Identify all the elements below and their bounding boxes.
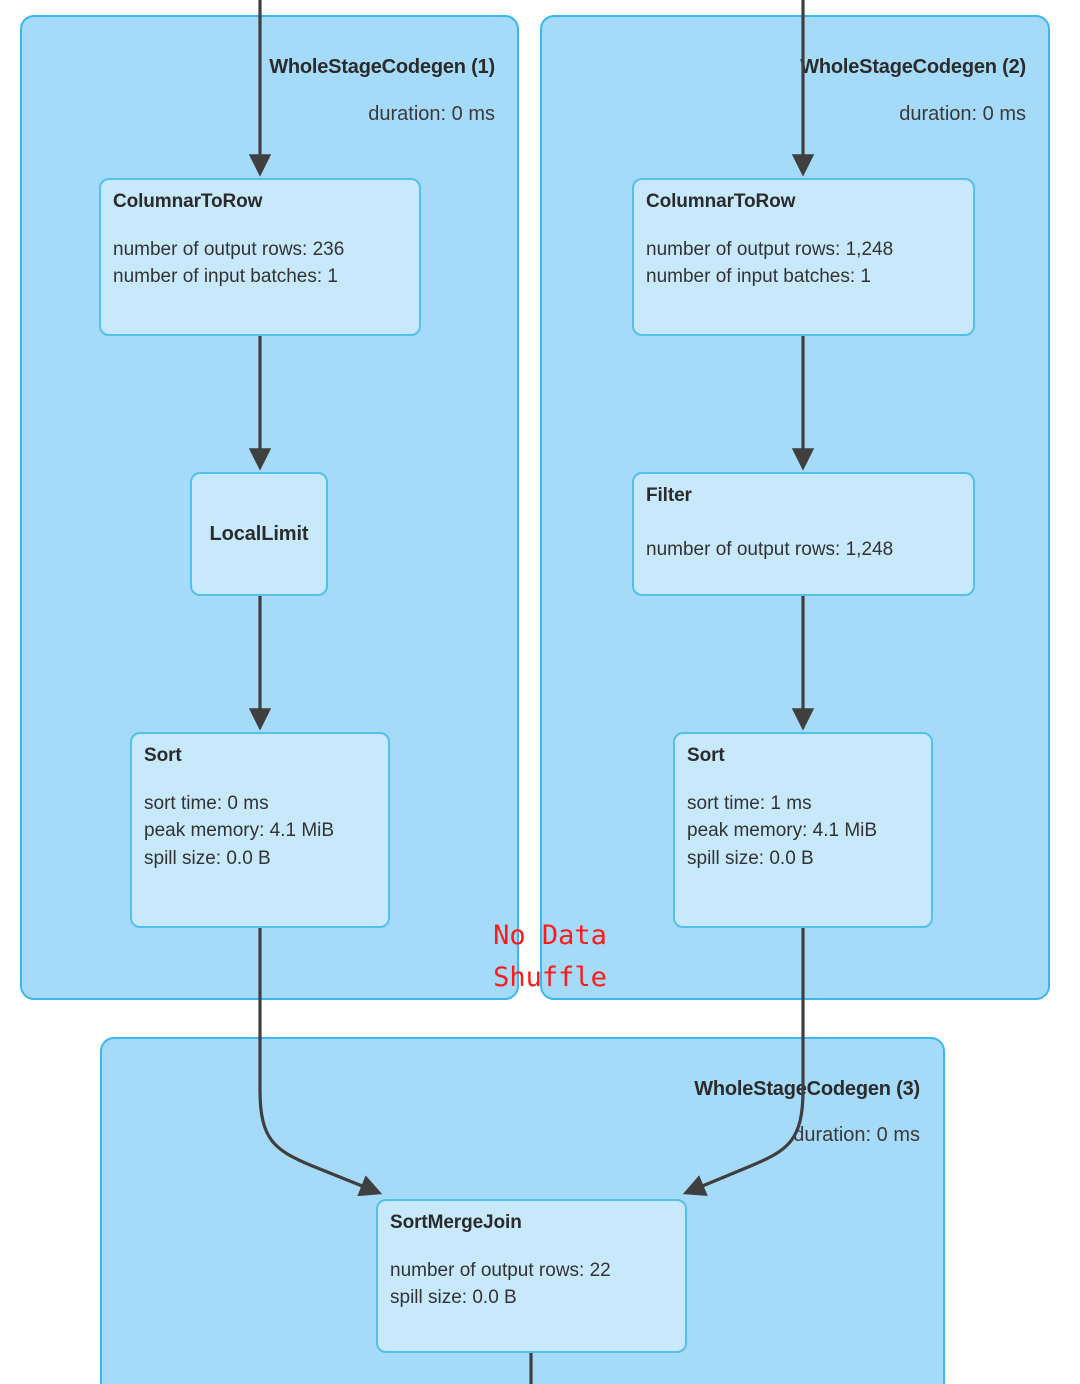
stage-duration-wholestagecodegen-2: duration: 0 ms — [899, 103, 1026, 125]
no-data-shuffle-annotation: No Data Shuffle — [493, 920, 607, 993]
plan-node-metric: spill size: 0.0 B — [390, 1287, 517, 1309]
plan-node-title: LocalLimit — [209, 522, 309, 545]
plan-node-metric: peak memory: 4.1 MiB — [687, 820, 878, 842]
plan-node-columnartorow-2[interactable]: ColumnarToRow number of output rows: 1,2… — [632, 178, 975, 336]
plan-node-metric: sort time: 1 ms — [687, 792, 812, 814]
stage-duration-wholestagecodegen-1: duration: 0 ms — [368, 103, 495, 125]
plan-node-metrics: number of output rows: 1,248 number of i… — [646, 236, 961, 291]
plan-node-metric: number of output rows: 1,248 — [646, 238, 894, 260]
plan-node-metric: number of input batches: 1 — [113, 266, 338, 288]
plan-node-title: ColumnarToRow — [113, 191, 263, 212]
plan-node-metric: number of output rows: 1,248 — [646, 538, 894, 560]
plan-node-metrics: number of output rows: 22 spill size: 0.… — [390, 1257, 673, 1312]
plan-node-metric: spill size: 0.0 B — [144, 847, 271, 869]
stage-title-wholestagecodegen-3: WholeStageCodegen (3) — [694, 1078, 920, 1100]
plan-node-metric: spill size: 0.0 B — [687, 847, 814, 869]
plan-node-title: Filter — [646, 485, 692, 506]
plan-node-title: Sort — [687, 745, 725, 766]
plan-node-metrics: sort time: 0 ms peak memory: 4.1 MiB spi… — [144, 790, 376, 873]
plan-node-metric: peak memory: 4.1 MiB — [144, 820, 335, 842]
plan-node-metrics: sort time: 1 ms peak memory: 4.1 MiB spi… — [687, 790, 919, 873]
plan-node-title: Sort — [144, 745, 182, 766]
plan-node-metric: number of input batches: 1 — [646, 266, 871, 288]
stage-title-wholestagecodegen-2: WholeStageCodegen (2) — [800, 56, 1026, 78]
plan-node-sort-1[interactable]: Sort sort time: 0 ms peak memory: 4.1 Mi… — [130, 732, 390, 928]
plan-node-filter[interactable]: Filter number of output rows: 1,248 — [632, 472, 975, 596]
plan-node-columnartorow-1[interactable]: ColumnarToRow number of output rows: 236… — [99, 178, 421, 336]
plan-node-metric: number of output rows: 236 — [113, 238, 345, 260]
plan-node-sortmergejoin[interactable]: SortMergeJoin number of output rows: 22 … — [376, 1199, 687, 1353]
stage-duration-wholestagecodegen-3: duration: 0 ms — [793, 1124, 920, 1146]
plan-node-sort-2[interactable]: Sort sort time: 1 ms peak memory: 4.1 Mi… — [673, 732, 933, 928]
plan-node-metrics: number of output rows: 1,248 — [646, 536, 961, 564]
plan-node-metric: sort time: 0 ms — [144, 792, 269, 814]
stage-title-wholestagecodegen-1: WholeStageCodegen (1) — [269, 56, 495, 78]
plan-node-metrics: number of output rows: 236 number of inp… — [113, 236, 407, 291]
plan-node-metric: number of output rows: 22 — [390, 1259, 611, 1281]
plan-node-title: ColumnarToRow — [646, 191, 796, 212]
plan-node-locallimit[interactable]: LocalLimit — [190, 472, 328, 596]
plan-node-title: SortMergeJoin — [390, 1212, 522, 1233]
